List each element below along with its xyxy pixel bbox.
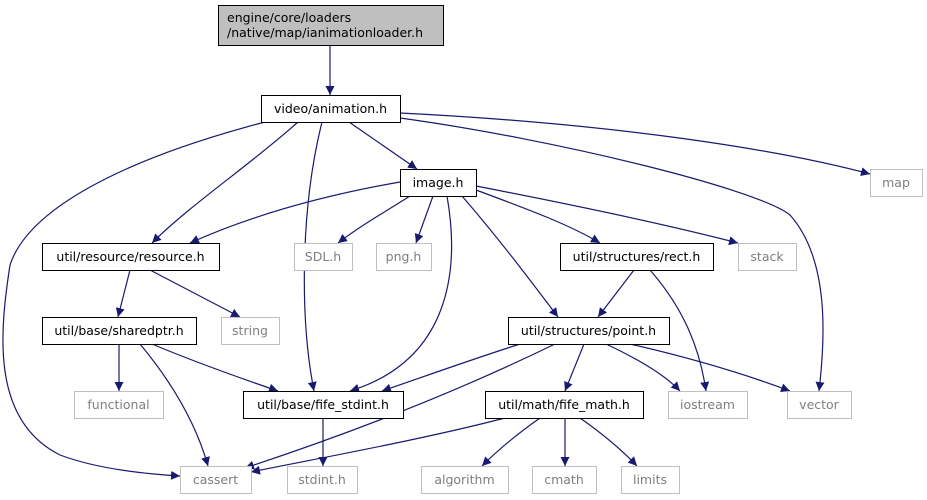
edge-animation-to-image bbox=[348, 121, 418, 170]
node-box-cassert bbox=[180, 466, 252, 494]
node-label-point: util/structures/point.h bbox=[521, 323, 656, 338]
edge-image-to-stack bbox=[475, 185, 739, 246]
node-box-sharedptr bbox=[42, 317, 197, 345]
node-label-iostream: iostream bbox=[680, 397, 735, 412]
node-box-root bbox=[218, 5, 444, 46]
node-fife_stdint[interactable]: util/base/fife_stdint.h bbox=[243, 391, 404, 419]
node-box-resource bbox=[42, 243, 220, 271]
edge-point-to-vector bbox=[629, 343, 791, 393]
edge-image-to-resource bbox=[189, 181, 401, 244]
node-stdint: stdint.h bbox=[287, 466, 358, 494]
node-label-cmath: cmath bbox=[544, 472, 584, 487]
edge-image-to-fife_stdint bbox=[349, 195, 453, 393]
edge-sharedptr-to-fife_stdint bbox=[151, 343, 279, 393]
node-label-fife_math: util/math/fife_math.h bbox=[498, 397, 630, 412]
node-label-image: image.h bbox=[413, 175, 464, 190]
node-box-rect bbox=[560, 243, 714, 271]
node-box-png bbox=[376, 243, 432, 271]
edge-sharedptr-to-cassert bbox=[139, 343, 210, 467]
node-string: string bbox=[221, 317, 280, 345]
edge-animation-to-map bbox=[399, 112, 871, 177]
edge-resource-to-sharedptr bbox=[115, 269, 131, 318]
node-animation[interactable]: video/animation.h bbox=[261, 95, 401, 123]
node-box-sdl bbox=[294, 243, 353, 271]
node-box-map bbox=[870, 169, 923, 197]
node-sharedptr[interactable]: util/base/sharedptr.h bbox=[42, 317, 197, 345]
node-box-functional bbox=[74, 391, 164, 419]
edge-resource-to-string bbox=[149, 269, 241, 318]
node-label-vector: vector bbox=[799, 397, 840, 412]
node-label-sharedptr: util/base/sharedptr.h bbox=[54, 323, 183, 338]
node-iostream: iostream bbox=[668, 391, 748, 419]
node-cassert: cassert bbox=[180, 466, 252, 494]
node-box-algorithm bbox=[421, 466, 509, 494]
edge-image-to-sdl bbox=[337, 195, 411, 244]
edge-fife_math-to-algorithm bbox=[481, 417, 541, 467]
node-point[interactable]: util/structures/point.h bbox=[508, 317, 670, 345]
node-box-fife_stdint bbox=[243, 391, 404, 419]
node-box-stack bbox=[738, 243, 797, 271]
node-map: map bbox=[870, 169, 923, 197]
node-box-point bbox=[508, 317, 670, 345]
node-label-algorithm: algorithm bbox=[434, 472, 494, 487]
node-label-resource: util/resource/resource.h bbox=[56, 249, 204, 264]
edge-animation-to-vector bbox=[399, 117, 825, 392]
node-root[interactable]: engine/core/loaders/native/map/ianimatio… bbox=[218, 5, 444, 46]
edge-point-to-iostream bbox=[605, 343, 681, 392]
node-box-fife_math bbox=[485, 391, 644, 419]
node-box-iostream bbox=[668, 391, 748, 419]
node-box-string bbox=[221, 317, 280, 345]
node-label-rect: util/structures/rect.h bbox=[573, 249, 701, 264]
edge-rect-to-point bbox=[597, 269, 635, 318]
node-fife_math[interactable]: util/math/fife_math.h bbox=[485, 391, 644, 419]
node-png: png.h bbox=[376, 243, 432, 271]
edges-layer bbox=[2, 45, 871, 480]
node-box-image bbox=[400, 169, 477, 197]
node-resource[interactable]: util/resource/resource.h bbox=[42, 243, 220, 271]
node-vector: vector bbox=[787, 391, 852, 419]
edge-fife_math-to-cassert bbox=[250, 417, 506, 475]
node-label-animation: video/animation.h bbox=[274, 101, 387, 116]
node-label-png: png.h bbox=[386, 249, 422, 264]
node-box-cmath bbox=[532, 466, 597, 494]
node-cmath: cmath bbox=[532, 466, 597, 494]
edge-image-to-rect bbox=[475, 189, 601, 244]
node-label-sdl: SDL.h bbox=[305, 249, 341, 264]
node-label-stdint: stdint.h bbox=[298, 472, 346, 487]
node-label-stack: stack bbox=[750, 249, 784, 264]
node-algorithm: algorithm bbox=[421, 466, 509, 494]
node-stack: stack bbox=[738, 243, 797, 271]
edge-fife_math-to-limits bbox=[579, 417, 638, 467]
node-image[interactable]: image.h bbox=[400, 169, 477, 197]
node-functional: functional bbox=[74, 391, 164, 419]
node-label-cassert: cassert bbox=[193, 472, 238, 487]
node-sdl: SDL.h bbox=[294, 243, 353, 271]
edge-rect-to-iostream bbox=[649, 269, 710, 392]
node-label-root-line-2: /native/map/ianimationloader.h bbox=[227, 25, 423, 40]
edge-point-to-fife_stdint bbox=[381, 343, 521, 393]
nodes-layer: engine/core/loaders/native/map/ianimatio… bbox=[42, 5, 923, 494]
edge-animation-to-cassert bbox=[2, 121, 266, 480]
node-label-fife_stdint: util/base/fife_stdint.h bbox=[257, 397, 389, 412]
node-label-root-line-1: engine/core/loaders bbox=[227, 10, 351, 25]
node-label-functional: functional bbox=[87, 397, 149, 412]
node-label-map: map bbox=[882, 175, 910, 190]
node-label-string: string bbox=[232, 323, 268, 338]
node-box-stdint bbox=[287, 466, 358, 494]
node-box-limits bbox=[621, 466, 680, 494]
edge-image-to-png bbox=[414, 195, 434, 244]
node-label-limits: limits bbox=[633, 472, 667, 487]
edge-point-to-fife_math bbox=[564, 343, 585, 392]
node-box-vector bbox=[787, 391, 852, 419]
node-box-animation bbox=[261, 95, 401, 123]
edge-image-to-point bbox=[461, 195, 559, 318]
edge-animation-to-resource bbox=[151, 121, 299, 244]
node-rect[interactable]: util/structures/rect.h bbox=[560, 243, 714, 271]
node-limits: limits bbox=[621, 466, 680, 494]
